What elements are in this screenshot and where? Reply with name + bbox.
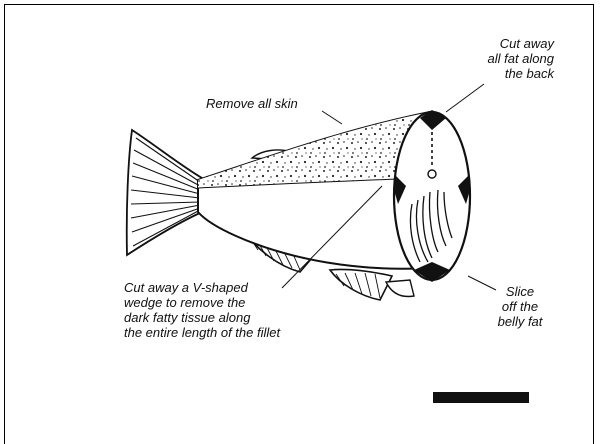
leader-back-fat <box>446 84 484 112</box>
small-fin <box>386 280 414 296</box>
tail-fin <box>127 130 202 255</box>
publisher-stamp: DORSEY <box>433 392 529 403</box>
label-remove-skin: Remove all skin <box>206 96 298 111</box>
cross-section <box>394 110 470 282</box>
label-belly-fat: Slice off the belly fat <box>488 284 552 329</box>
label-v-wedge: Cut away a V-shaped wedge to remove the … <box>124 280 280 340</box>
leader-remove-skin <box>322 111 342 124</box>
pelvic-fin <box>330 269 392 300</box>
label-back-fat: Cut away all fat along the back <box>440 36 554 81</box>
